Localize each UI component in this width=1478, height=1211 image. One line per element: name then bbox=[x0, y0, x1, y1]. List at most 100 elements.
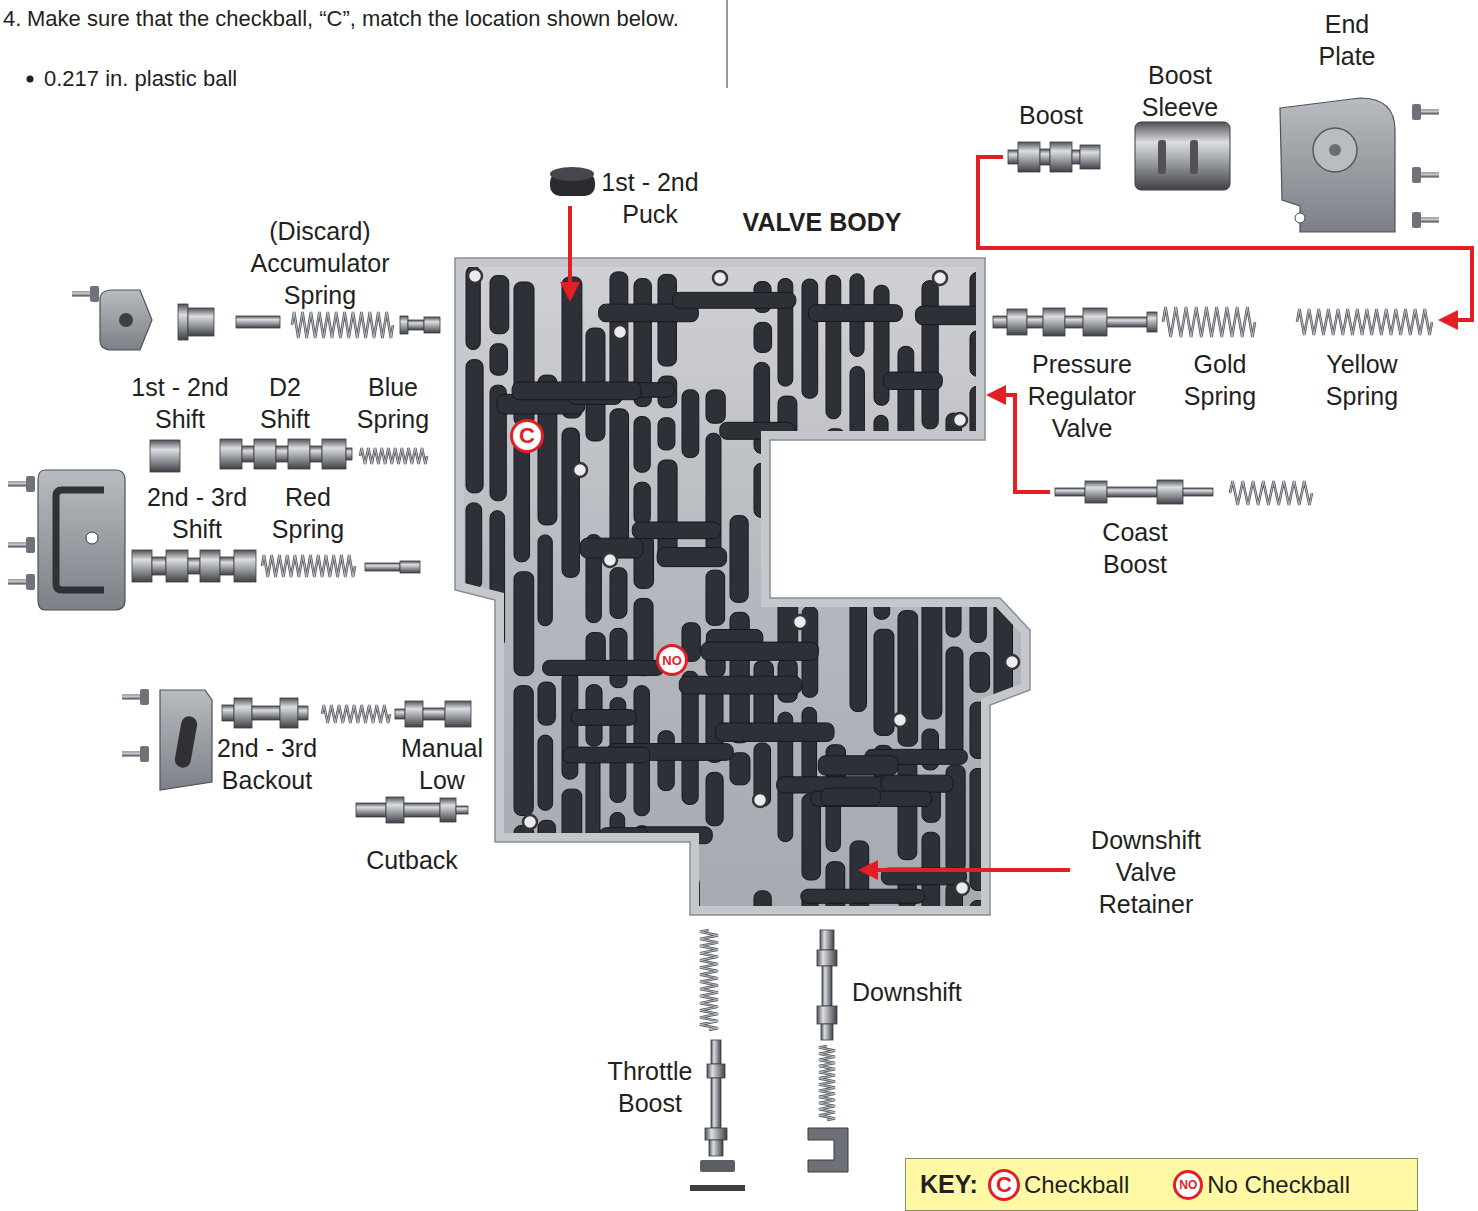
manual-low-valve bbox=[395, 701, 471, 727]
bolt-hole bbox=[793, 615, 807, 629]
oil-channel bbox=[672, 292, 795, 308]
oil-channel bbox=[818, 756, 898, 775]
screw bbox=[122, 689, 149, 705]
valve-land bbox=[1027, 316, 1043, 328]
oil-channel bbox=[754, 322, 772, 352]
valve-land bbox=[150, 440, 180, 472]
screw-shaft bbox=[1421, 110, 1439, 115]
oil-channel bbox=[634, 417, 650, 473]
bolt-hole bbox=[523, 815, 537, 829]
valve-land bbox=[705, 1128, 727, 1140]
bolt-hole bbox=[893, 713, 907, 727]
cutback-valve bbox=[356, 797, 468, 823]
valve-land bbox=[709, 1140, 723, 1156]
oil-channel bbox=[922, 281, 938, 429]
bolt-hole bbox=[1005, 655, 1019, 669]
label-text: Gold Spring bbox=[1184, 350, 1256, 410]
spring-highlight bbox=[292, 312, 393, 338]
oil-channel bbox=[634, 482, 650, 525]
bolt-hole bbox=[933, 271, 947, 285]
valve-land bbox=[280, 698, 298, 728]
marker-letter: NO bbox=[662, 654, 682, 667]
oil-channel bbox=[821, 788, 881, 806]
cover-recess bbox=[56, 490, 104, 590]
label-text: 2nd - 3rd Shift bbox=[147, 483, 247, 543]
part-label: D2 Shift bbox=[250, 371, 320, 435]
oil-channel bbox=[679, 676, 801, 694]
part-label: 4. bbox=[3, 4, 21, 33]
valve-land bbox=[200, 550, 220, 582]
swatch-letter: NO bbox=[1179, 1179, 1197, 1191]
spring-highlight bbox=[819, 1046, 835, 1120]
oil-channel bbox=[658, 898, 673, 1018]
legend-heading: KEY: bbox=[920, 1170, 978, 1199]
spring-highlight bbox=[1163, 307, 1255, 337]
bolt-hole bbox=[713, 271, 727, 285]
oil-channel bbox=[946, 485, 965, 518]
screw-shaft bbox=[8, 580, 26, 585]
valve-land bbox=[1018, 142, 1040, 172]
coast-boost-valve bbox=[1055, 480, 1213, 504]
label-text: Manual Low bbox=[401, 734, 483, 794]
legend-text: No Checkball bbox=[1207, 1171, 1350, 1199]
valve-land bbox=[356, 803, 386, 817]
label-text: 0.217 in. plastic ball bbox=[44, 66, 237, 91]
valve-body-outline bbox=[455, 258, 1030, 915]
spring-highlight bbox=[262, 555, 355, 577]
boost-sleeve bbox=[1135, 122, 1230, 190]
oil-channel bbox=[994, 736, 1009, 875]
pressure-regulator-valve bbox=[993, 308, 1157, 336]
oil-channel bbox=[512, 382, 641, 400]
d2-shift-valve bbox=[220, 439, 352, 469]
valve-land bbox=[395, 709, 405, 719]
valve-land bbox=[1050, 142, 1072, 172]
valve-land bbox=[1072, 150, 1080, 164]
leader-arrow bbox=[568, 206, 572, 296]
valve-body-channels bbox=[455, 258, 1030, 1040]
accumulator-pin bbox=[236, 316, 280, 328]
part-label: Blue Spring bbox=[346, 371, 441, 435]
spring bbox=[1163, 307, 1255, 337]
screw-shaft bbox=[122, 752, 140, 757]
cover-hole bbox=[86, 532, 98, 544]
valve-land bbox=[445, 701, 471, 727]
shift-valve-2-3 bbox=[132, 550, 256, 582]
spring-highlight bbox=[1230, 481, 1312, 505]
valve-land bbox=[1043, 308, 1065, 336]
screw-head bbox=[26, 574, 35, 590]
legend-swatch: C bbox=[988, 1169, 1020, 1201]
oil-channel bbox=[850, 599, 867, 712]
oil-channel bbox=[571, 710, 636, 726]
shift-valve-1-2 bbox=[150, 440, 180, 472]
screw-head bbox=[140, 746, 149, 762]
label-text: Downshift Valve Retainer bbox=[1091, 826, 1201, 918]
valve-land bbox=[440, 798, 456, 822]
valve-land bbox=[400, 561, 420, 573]
legend-text: Checkball bbox=[1024, 1171, 1129, 1199]
oil-channel bbox=[898, 465, 915, 601]
part-label: Cutback bbox=[352, 844, 472, 876]
spring bbox=[1230, 481, 1312, 505]
screw-shaft bbox=[72, 292, 90, 297]
label-text: Make sure that the checkball, “C”, match… bbox=[27, 6, 679, 31]
oil-channel bbox=[466, 837, 483, 955]
part-label: 1st - 2nd Shift bbox=[121, 371, 239, 435]
label-text: Red Spring bbox=[272, 483, 344, 543]
oil-channel bbox=[778, 573, 798, 649]
downshift-retainer bbox=[808, 1128, 848, 1172]
screw-shaft bbox=[8, 482, 26, 487]
bolt-hole bbox=[603, 553, 617, 567]
end-plate-hole bbox=[1295, 213, 1305, 223]
spring bbox=[360, 448, 427, 464]
valve-land bbox=[400, 316, 408, 334]
oil-channel bbox=[514, 572, 534, 676]
oil-channel bbox=[706, 772, 723, 825]
oil-channel bbox=[802, 707, 817, 784]
oil-channel bbox=[970, 652, 990, 692]
valve-land bbox=[456, 806, 468, 814]
valve-land bbox=[234, 698, 252, 728]
bolt-hole bbox=[955, 881, 969, 895]
valve-land bbox=[707, 1064, 725, 1078]
spring bbox=[292, 312, 393, 338]
spring bbox=[322, 705, 390, 723]
